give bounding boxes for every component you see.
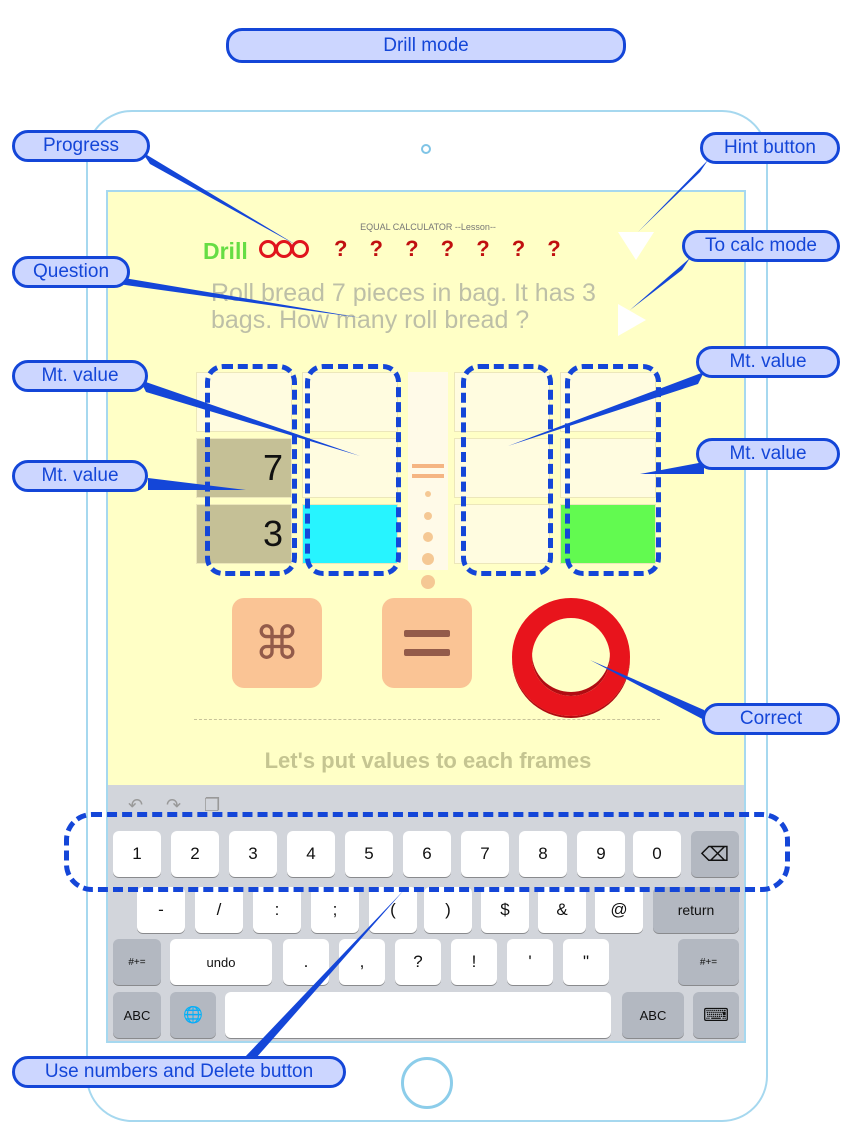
equal-sign-icon (412, 464, 444, 480)
key-comma[interactable]: , (339, 939, 385, 985)
grid-cell[interactable] (454, 438, 550, 498)
key-3[interactable]: 3 (229, 831, 277, 877)
annotation-frame (305, 364, 401, 576)
annotation-mt-value: Mt. value (12, 360, 148, 392)
instruction-text: Let's put values to each frames (264, 748, 592, 773)
key-8[interactable]: 8 (519, 831, 567, 877)
annotation-frame (461, 364, 553, 576)
grid-cell-value[interactable]: 3 (196, 504, 292, 564)
undo-key[interactable]: undo (170, 939, 272, 985)
annotation-frame (205, 364, 297, 576)
annotation-frame (64, 812, 790, 892)
drill-mode-banner: Drill mode (226, 28, 626, 63)
annotation-mt-value: Mt. value (696, 346, 840, 378)
annotation-question: Question (12, 256, 130, 288)
dot-icon (421, 575, 435, 589)
command-button[interactable]: ⌘ (232, 598, 322, 688)
grid-cell[interactable] (196, 372, 292, 432)
key-open-paren[interactable]: ( (369, 887, 417, 933)
key-dash[interactable]: - (137, 887, 185, 933)
key-apostrophe[interactable]: ' (507, 939, 553, 985)
annotation-hint-button: Hint button (700, 132, 840, 164)
key-9[interactable]: 9 (577, 831, 625, 877)
mode-label: Drill (203, 238, 248, 264)
key-7[interactable]: 7 (461, 831, 509, 877)
undo-icon[interactable]: ↶ (128, 795, 144, 815)
annotation-progress: Progress (12, 130, 150, 162)
key-slash[interactable]: / (195, 887, 243, 933)
abc-key-left[interactable]: ABC (113, 992, 161, 1038)
dot-icon (422, 553, 434, 565)
key-close-paren[interactable]: ) (424, 887, 472, 933)
key-exclamation[interactable]: ! (451, 939, 497, 985)
grid-cell[interactable] (302, 438, 398, 498)
key-5[interactable]: 5 (345, 831, 393, 877)
home-button[interactable] (401, 1057, 453, 1109)
globe-icon[interactable]: 🌐 (170, 992, 216, 1038)
key-question[interactable]: ? (395, 939, 441, 985)
key-0[interactable]: 0 (633, 831, 681, 877)
grid-cell-value[interactable]: 7 (196, 438, 292, 498)
hide-keyboard-icon[interactable]: ⌨ (693, 992, 739, 1038)
progress-ring-icon (291, 240, 309, 258)
paste-icon[interactable]: ❐ (204, 795, 221, 815)
annotation-keys: Use numbers and Delete button (12, 1056, 346, 1088)
question-text: Roll bread 7 pieces in bag. It has 3 bag… (211, 279, 596, 334)
divider (194, 719, 660, 720)
key-ampersand[interactable]: & (538, 887, 586, 933)
key-quote[interactable]: " (563, 939, 609, 985)
key-6[interactable]: 6 (403, 831, 451, 877)
key-semicolon[interactable]: ; (311, 887, 359, 933)
dot-icon (423, 532, 433, 542)
return-key[interactable]: return (653, 887, 739, 933)
symbols-key-right[interactable]: #+= (678, 939, 739, 985)
dot-icon (425, 491, 431, 497)
annotation-mt-value: Mt. value (696, 438, 840, 470)
symbols-key-left[interactable]: #+= (113, 939, 161, 985)
annotation-mt-value: Mt. value (12, 460, 148, 492)
progress-remaining: ? ? ? ? ? ? ? (334, 236, 569, 261)
app-header: EQUAL CALCULATOR --Lesson-- (360, 222, 496, 232)
key-4[interactable]: 4 (287, 831, 335, 877)
key-dollar[interactable]: $ (481, 887, 529, 933)
annotation-calc-mode: To calc mode (682, 230, 840, 262)
grid-cell-active[interactable] (302, 504, 398, 564)
abc-key-right[interactable]: ABC (622, 992, 684, 1038)
grid-cell-result[interactable] (560, 504, 656, 564)
equal-button[interactable] (382, 598, 472, 688)
progress-correct-marks (259, 240, 309, 258)
key-at[interactable]: @ (595, 887, 643, 933)
redo-icon[interactable]: ↷ (166, 795, 182, 815)
delete-key[interactable]: ⌫ (691, 831, 739, 877)
annotation-frame (565, 364, 661, 576)
grid-cell[interactable] (560, 438, 656, 498)
calc-mode-button[interactable] (618, 304, 646, 336)
hint-button[interactable] (618, 232, 654, 260)
key-2[interactable]: 2 (171, 831, 219, 877)
grid-cell[interactable] (454, 504, 550, 564)
annotation-correct: Correct (702, 703, 840, 735)
key-1[interactable]: 1 (113, 831, 161, 877)
dot-icon (424, 512, 432, 520)
grid-cell[interactable] (454, 372, 550, 432)
key-colon[interactable]: : (253, 887, 301, 933)
camera-icon (421, 144, 431, 154)
